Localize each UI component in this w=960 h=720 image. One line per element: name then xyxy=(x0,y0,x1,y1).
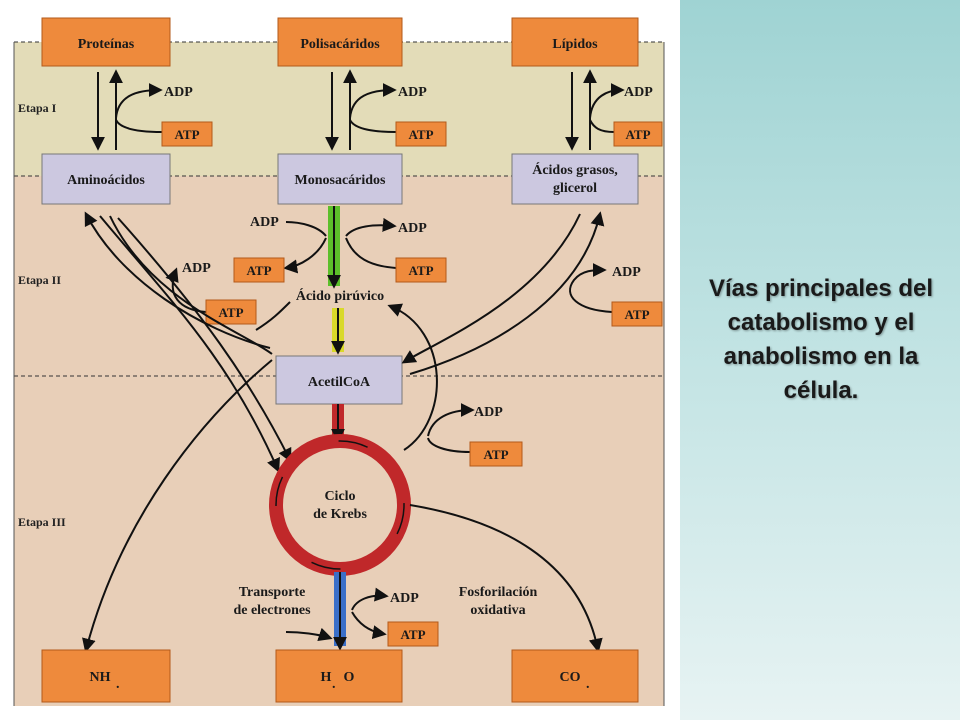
stage-label-3: Etapa III xyxy=(18,515,66,529)
adp-label: ADP xyxy=(474,405,503,420)
svg-text:.: . xyxy=(586,677,590,692)
transporte-label-1: Transporte xyxy=(239,585,306,600)
stage-label-2: Etapa II xyxy=(18,273,61,287)
svg-text:Proteínas: Proteínas xyxy=(78,37,135,52)
box-aminoacidos: Aminoácidos xyxy=(41,153,171,205)
box-nh3: NH . xyxy=(41,649,171,703)
atp-badge xyxy=(233,257,285,283)
svg-text:H: H xyxy=(321,670,332,685)
fosforilacion-label-2: oxidativa xyxy=(470,603,525,618)
svg-text:Ácidos grasos,: Ácidos grasos, xyxy=(532,161,618,178)
atp-badge xyxy=(387,621,439,647)
adp-label: ADP xyxy=(390,591,419,606)
svg-text:ATP: ATP xyxy=(625,127,650,142)
transporte-label-2: de electrones xyxy=(233,603,311,618)
svg-text:Polisacáridos: Polisacáridos xyxy=(300,37,380,52)
atp-badge xyxy=(611,301,663,327)
stage-label-1: Etapa I xyxy=(18,101,57,115)
svg-text:Lípidos: Lípidos xyxy=(552,37,598,52)
adp-label: ADP xyxy=(398,221,427,236)
svg-text:NH: NH xyxy=(90,670,111,685)
atp-badge xyxy=(469,441,523,467)
svg-text:Monosacáridos: Monosacáridos xyxy=(295,173,387,188)
box-acidos-grasos: Ácidos grasos, glicerol xyxy=(511,153,639,205)
adp-label: ADP xyxy=(398,85,427,100)
box-lipidos: Lípidos xyxy=(511,17,639,67)
adp-label: ADP xyxy=(164,85,193,100)
box-co2: CO . xyxy=(511,649,639,703)
acido-piruvico-label: Ácido pirúvico xyxy=(296,287,384,304)
atp-badge xyxy=(613,121,663,147)
atp-badge xyxy=(395,257,447,283)
box-polisacaridos: Polisacáridos xyxy=(277,17,403,67)
adp-label: ADP xyxy=(612,265,641,280)
atp-badge xyxy=(161,121,213,147)
svg-text:.: . xyxy=(116,677,120,692)
ciclo-label-1: Ciclo xyxy=(324,489,355,504)
svg-text:ATP: ATP xyxy=(174,127,199,142)
adp-label: ADP xyxy=(182,261,211,276)
metabolism-diagram: Etapa I Etapa II Etapa III Proteínas Pol… xyxy=(13,17,665,706)
svg-text:ATP: ATP xyxy=(218,305,243,320)
slide-caption: Vías principales del catabolismo y el an… xyxy=(708,275,934,404)
slide-background-panel xyxy=(680,0,960,720)
svg-text:O: O xyxy=(344,670,355,685)
atp-badge xyxy=(395,121,447,147)
svg-text:glicerol: glicerol xyxy=(553,181,597,196)
svg-text:.: . xyxy=(332,677,336,692)
svg-text:ATP: ATP xyxy=(624,307,649,322)
adp-label: ADP xyxy=(250,215,279,230)
svg-text:ATP: ATP xyxy=(400,627,425,642)
svg-text:AcetilCoA: AcetilCoA xyxy=(308,375,371,390)
svg-text:CO: CO xyxy=(560,670,581,685)
ciclo-label-2: de Krebs xyxy=(313,507,367,522)
box-monosacaridos: Monosacáridos xyxy=(277,153,403,205)
krebs-cycle-flow xyxy=(275,440,405,570)
box-h2o: H . O xyxy=(275,649,403,703)
fosforilacion-label-1: Fosforilación xyxy=(459,585,538,600)
svg-text:ATP: ATP xyxy=(408,263,433,278)
adp-label: ADP xyxy=(624,85,653,100)
svg-text:ATP: ATP xyxy=(408,127,433,142)
svg-text:ATP: ATP xyxy=(246,263,271,278)
svg-text:Aminoácidos: Aminoácidos xyxy=(67,173,145,188)
svg-text:ATP: ATP xyxy=(483,447,508,462)
box-proteinas: Proteínas xyxy=(41,17,171,67)
box-acetilcoa: AcetilCoA xyxy=(275,355,403,405)
